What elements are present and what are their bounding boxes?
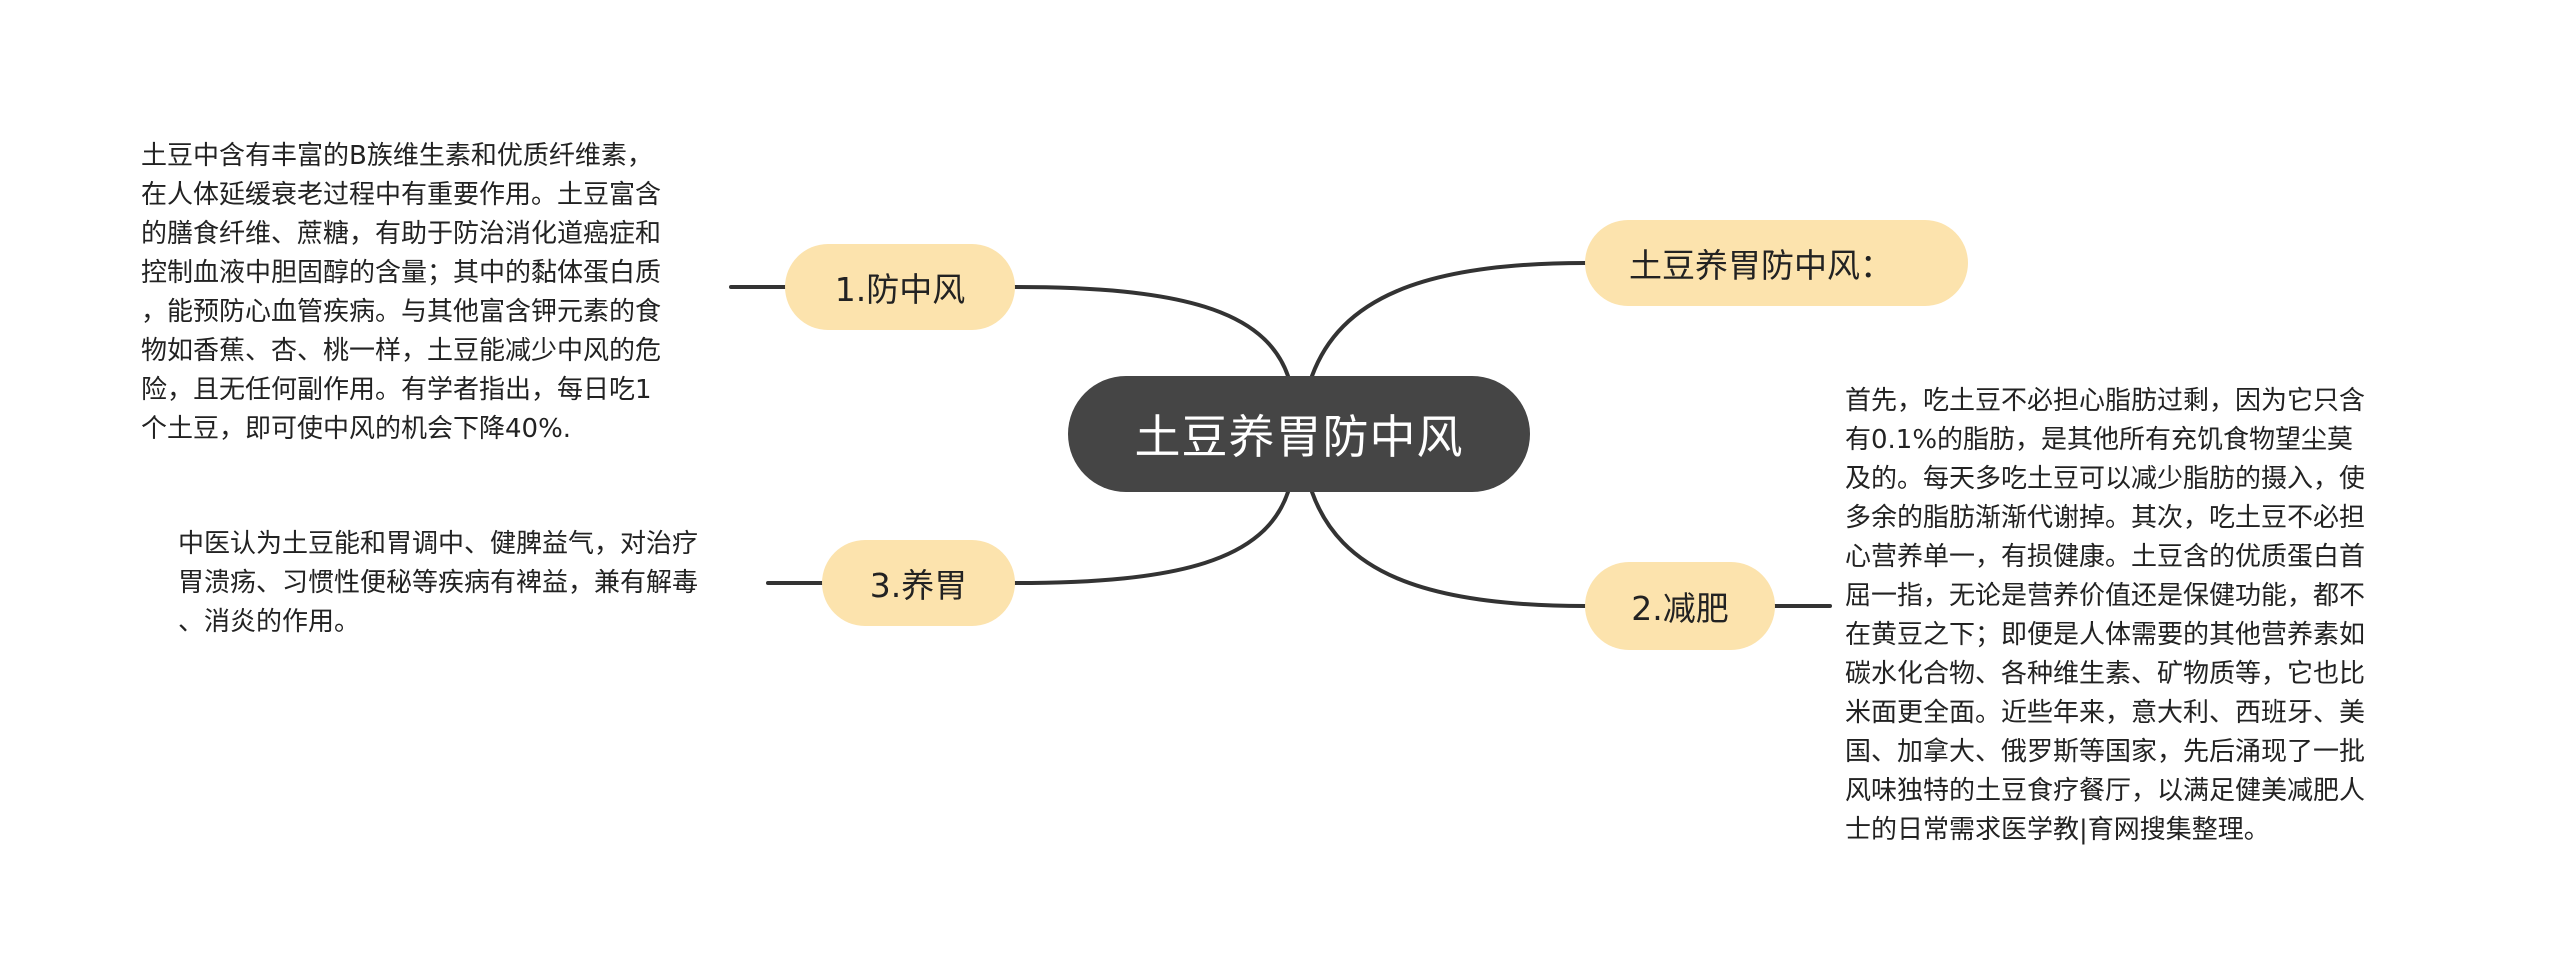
- link-central-to-topic-diet: [1310, 490, 1587, 608]
- note-line: 胃溃疡、习惯性便秘等疾病有裨益，兼有解毒: [178, 568, 699, 598]
- note-line: 多余的脂肪渐渐代谢掉。其次，吃土豆不必担: [1845, 503, 2366, 533]
- note-line: 士的日常需求医学教|育网搜集整理。: [1845, 815, 2270, 845]
- topic-nourish-stomach[interactable]: 3.养胃: [822, 540, 1015, 626]
- note-line: 土豆中含有丰富的B族维生素和优质纤维素，: [141, 141, 653, 171]
- note-line: 控制血液中胆固醇的含量；其中的黏体蛋白质: [141, 258, 662, 288]
- note-line: 在黄豆之下；即便是人体需要的其他营养素如: [1845, 620, 2366, 650]
- note-line: 险，且无任何副作用。有学者指出，每日吃1: [141, 375, 652, 405]
- note-nourish-stomach: 中医认为土豆能和胃调中、健脾益气，对治疗 胃溃疡、习惯性便秘等疾病有裨益，兼有解…: [178, 525, 768, 642]
- topic-prevent-stroke-label: 1.防中风: [834, 270, 966, 309]
- note-line: 物如香蕉、杏、桃一样，土豆能减少中风的危: [141, 336, 662, 366]
- note-prevent-stroke: 土豆中含有丰富的B族维生素和优质纤维素， 在人体延缓衰老过程中有重要作用。土豆富…: [141, 137, 741, 449]
- note-line: 国、加拿大、俄罗斯等国家，先后涌现了一批: [1845, 737, 2366, 767]
- topic-weight-loss[interactable]: 2.减肥: [1585, 562, 1775, 650]
- note-line: 碳水化合物、各种维生素、矿物质等，它也比: [1845, 659, 2366, 689]
- note-line: 中医认为土豆能和胃调中、健脾益气，对治疗: [178, 529, 699, 559]
- note-line: 的膳食纤维、蔗糖，有助于防治消化道癌症和: [141, 219, 662, 249]
- topic-intro-label: 土豆养胃防中风：: [1629, 246, 1893, 285]
- note-line: 在人体延缓衰老过程中有重要作用。土豆富含: [141, 180, 662, 210]
- note-line: 个土豆，即可使中风的机会下降40%.: [141, 414, 572, 444]
- central-topic[interactable]: 土豆养胃防中风: [1068, 376, 1530, 492]
- note-line: 首先，吃土豆不必担心脂肪过剩，因为它只含: [1845, 386, 2366, 416]
- topic-prevent-stroke[interactable]: 1.防中风: [785, 244, 1015, 330]
- note-line: 风味独特的土豆食疗餐厅，以满足健美减肥人: [1845, 776, 2366, 806]
- note-line: 及的。每天多吃土豆可以减少脂肪的摄入，使: [1845, 464, 2366, 494]
- link-central-to-topic-intro: [1310, 261, 1587, 378]
- note-line: 有0.1%的脂肪，是其他所有充饥食物望尘莫: [1845, 425, 2354, 455]
- note-line: 、消炎的作用。: [178, 607, 361, 637]
- note-line: 心营养单一，有损健康。土豆含的优质蛋白首: [1845, 542, 2366, 572]
- note-weight-loss: 首先，吃土豆不必担心脂肪过剩，因为它只含 有0.1%的脂肪，是其他所有充饥食物望…: [1845, 382, 2445, 850]
- note-line: 米面更全面。近些年来，意大利、西班牙、美: [1845, 698, 2366, 728]
- central-topic-label: 土豆养胃防中风: [1134, 410, 1464, 464]
- link-central-to-topic-stroke: [1013, 285, 1290, 378]
- note-line: 屈一指，无论是营养价值还是保健功能，都不: [1845, 581, 2366, 611]
- topic-weight-loss-label: 2.减肥: [1631, 589, 1729, 628]
- note-line: ，能预防心血管疾病。与其他富含钾元素的食: [141, 297, 662, 327]
- link-central-to-topic-stomach: [1013, 490, 1290, 585]
- topic-nourish-stomach-label: 3.养胃: [869, 566, 968, 605]
- topic-intro[interactable]: 土豆养胃防中风：: [1585, 220, 1968, 306]
